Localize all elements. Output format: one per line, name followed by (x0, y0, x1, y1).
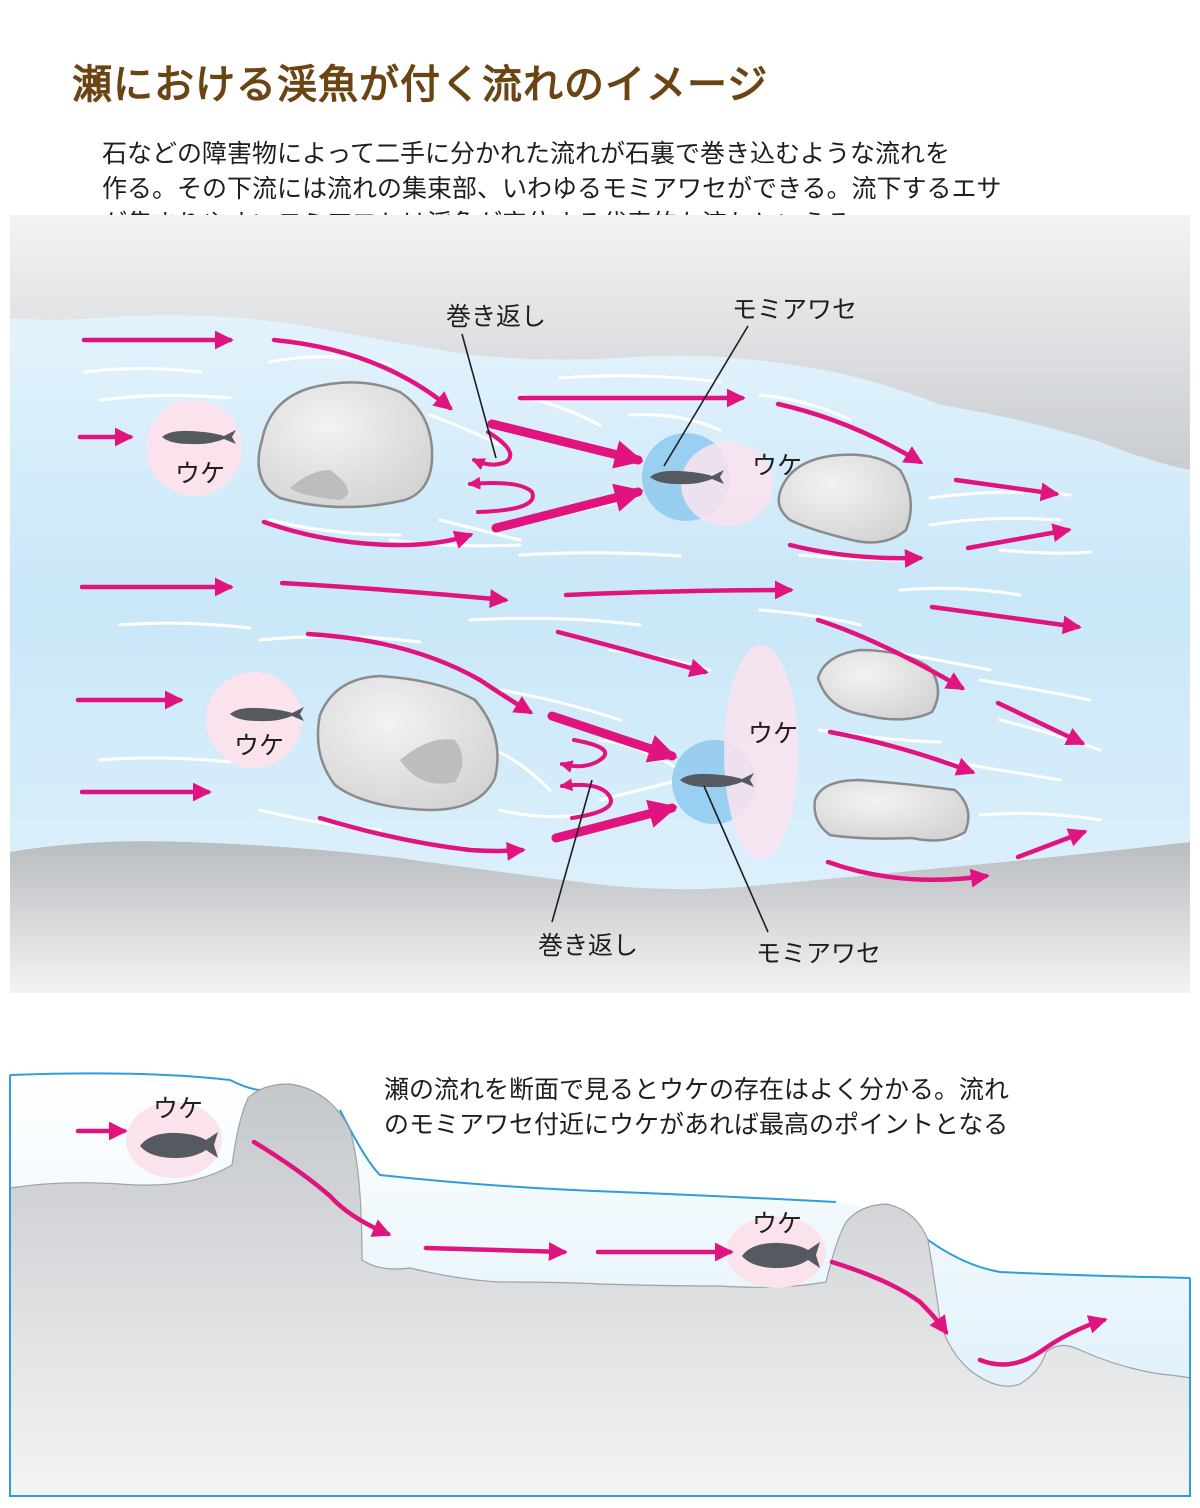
section-frame (9, 1075, 1191, 1497)
section-fish (140, 1132, 820, 1268)
label-momiawase-top: モミアワセ (732, 295, 857, 324)
rock-5 (813, 778, 970, 842)
label-uke-2: ウケ (234, 731, 284, 760)
upper-bank (10, 215, 1190, 470)
eddy-arrows (467, 430, 613, 820)
section-note-text: 瀬の流れを断面で見るとウケの存在はよく分かる。流れ のモミアワセ付近にウケがあれ… (384, 1072, 1144, 1142)
uke-zone-1 (146, 400, 242, 496)
section-flow-arrows (75, 1121, 1108, 1367)
fish-icon (680, 773, 754, 788)
section-label-uke-2: ウケ (752, 1209, 802, 1238)
fish-icon (230, 707, 304, 722)
uke-zone-4 (724, 645, 798, 859)
section-note-line-2: のモミアワセ付近にウケがあれば最高のポイントとなる (384, 1110, 1009, 1139)
flow-arrows (75, 330, 1088, 888)
fish-icon (742, 1242, 820, 1268)
rock-3 (777, 453, 912, 544)
label-uke-4: ウケ (748, 719, 798, 748)
section-note-line-1: 瀬の流れを断面で見るとウケの存在はよく分かる。流れ (384, 1075, 1010, 1104)
fish-icon (650, 470, 724, 485)
label-uke-1: ウケ (175, 459, 225, 488)
label-makikaeshi-bottom: 巻き返し (538, 931, 638, 960)
intro-line-1: 石などの障害物によって二手に分かれた流れが石裏で巻き込むような流れを (102, 139, 951, 168)
section-riverbed (9, 1083, 1191, 1497)
plan-view: 巻き返し モミアワセ 巻き返し モミアワセ ウケ ウケ ウケ ウケ (10, 215, 1190, 993)
section-view: ウケ ウケ (9, 1072, 1191, 1497)
section-label-uke-1: ウケ (153, 1094, 203, 1123)
fish-icon (140, 1132, 218, 1158)
leader-lines (461, 325, 769, 933)
uke-zone-3 (681, 442, 773, 526)
label-makikaeshi-top: 巻き返し (446, 302, 546, 331)
figure-title: 瀬における渓魚が付く流れのイメージ (72, 62, 769, 108)
rocks (257, 381, 970, 842)
water-surface (9, 1072, 1191, 1279)
intro-line-2: 作る。その下流には流れの集束部、いわゆるモミアワセができる。流下するエサ (102, 174, 1002, 203)
rock-1 (257, 381, 434, 509)
rock-4 (816, 648, 940, 721)
rock-1-shadow (290, 470, 348, 500)
fish-icon (162, 430, 236, 445)
label-momiawase-bottom: モミアワセ (756, 939, 881, 968)
label-uke-3: ウケ (752, 451, 802, 480)
convergent-arrows (487, 419, 678, 843)
rock-2-shadow (400, 739, 463, 784)
fish-icons (162, 430, 754, 788)
